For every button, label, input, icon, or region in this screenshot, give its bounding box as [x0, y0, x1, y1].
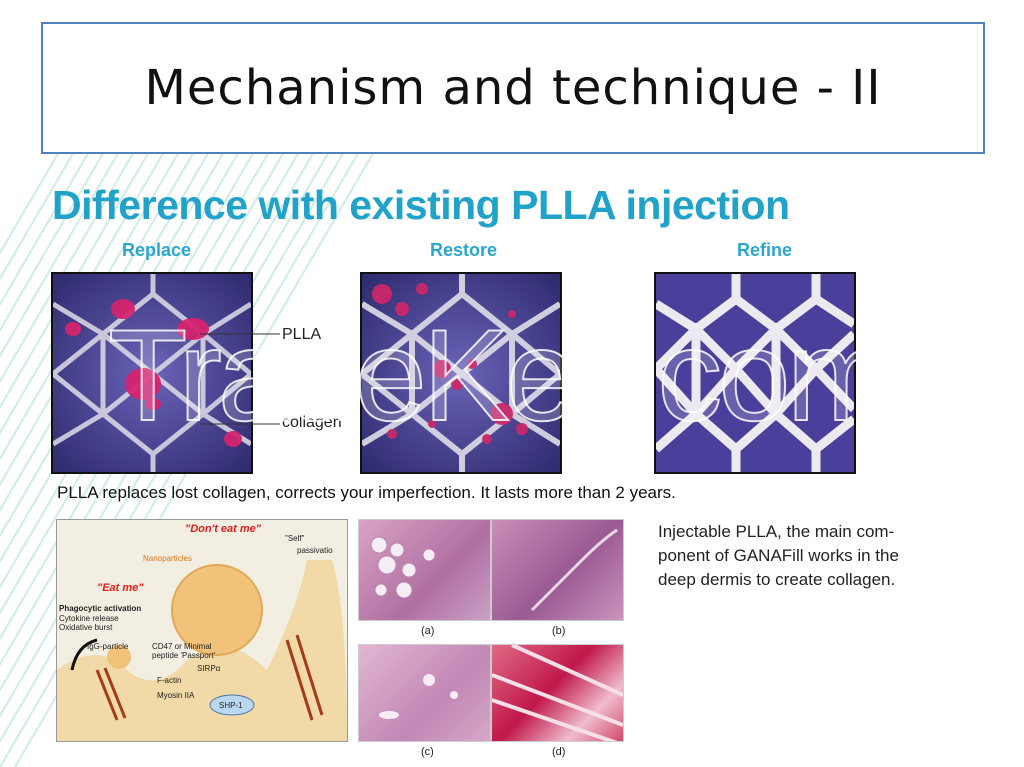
- micrograph-c: [358, 644, 491, 742]
- micro-label-b: (b): [552, 625, 566, 637]
- title-box: Mechanism and technique - II: [41, 22, 985, 154]
- restore-image: [360, 272, 562, 474]
- label-refine: Refine: [737, 240, 793, 260]
- slide-title: Mechanism and technique - II: [144, 60, 882, 116]
- phagocytic-label: Phagocytic activation: [59, 604, 142, 613]
- label-restore: Restore: [430, 240, 498, 260]
- section-heading: Difference with existing PLLA injection: [52, 182, 790, 228]
- eat-me: "Eat me": [97, 582, 144, 594]
- label-replace: Replace: [122, 240, 192, 260]
- micrograph-d: [491, 644, 624, 742]
- micro-label-d: (d): [552, 746, 566, 758]
- cd47-label-2: peptide 'Passport': [152, 651, 216, 660]
- refine-image: [654, 272, 856, 474]
- self-label: "Self": [285, 534, 305, 543]
- micrograph-a: [358, 519, 491, 621]
- factin-label: F-actin: [157, 676, 182, 685]
- mechanism-diagram: "Don't eat me" "Eat me" "Self" passivati…: [56, 519, 348, 742]
- igg-label: IgG-particle: [87, 642, 129, 651]
- shp1-label: SHP-1: [219, 701, 243, 710]
- caption: PLLA replaces lost collagen, corrects yo…: [57, 483, 676, 502]
- cd47-label-1: CD47 or Minimal: [152, 642, 212, 651]
- side-text-line-1: Injectable PLLA, the main com-: [658, 522, 895, 541]
- side-text-line-2: ponent of GANAFill works in the: [658, 546, 899, 565]
- micro-label-a: (a): [421, 625, 435, 637]
- dont-eat-me: "Don't eat me": [185, 523, 262, 535]
- plla-label: PLLA: [282, 326, 322, 343]
- oxidative-label: Oxidative burst: [59, 623, 113, 632]
- side-description: Injectable PLLA, the main com- ponent of…: [658, 520, 978, 592]
- passivation-label: passivatio: [297, 546, 333, 555]
- micro-label-c: (c): [421, 746, 434, 758]
- collagen-label: collagen: [282, 414, 342, 431]
- replace-image: [51, 272, 253, 474]
- side-text-line-3: deep dermis to create collagen.: [658, 570, 896, 589]
- myosin-label: Myosin IIA: [157, 691, 195, 700]
- label-leader-lines: [200, 333, 280, 425]
- micrograph-b: [491, 519, 624, 621]
- sirpa-label: SIRPα: [197, 664, 221, 673]
- nanoparticles-label: Nanoparticles: [143, 554, 192, 563]
- cytokine-label: Cytokine release: [59, 614, 119, 623]
